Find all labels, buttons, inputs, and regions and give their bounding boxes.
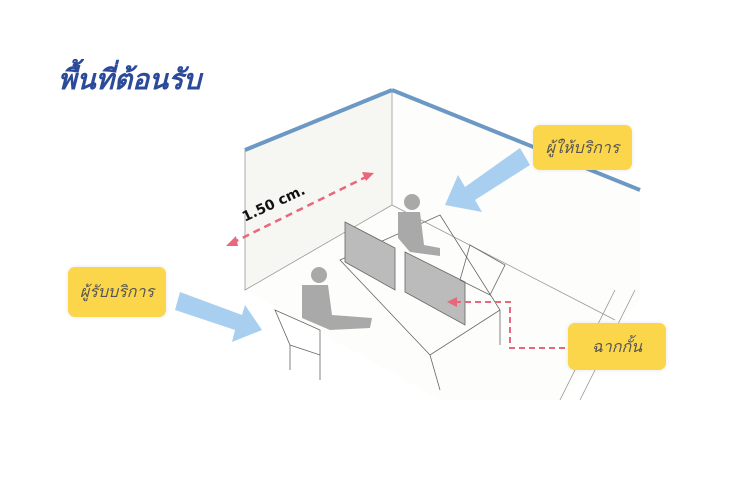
chairs — [274, 244, 506, 380]
person-provider — [398, 194, 440, 256]
arrowhead-left — [226, 236, 238, 246]
pointer-arrowhead — [447, 297, 457, 307]
wall-top-right — [391, 88, 641, 192]
wall-top-left — [244, 88, 393, 152]
label-customer: ผู้รับบริการ — [68, 267, 166, 317]
page-title: พื้นที่ต้อนรับ — [58, 63, 202, 96]
person-customer — [302, 267, 372, 330]
partition — [344, 221, 466, 326]
label-partition: ฉากกั้น — [568, 323, 666, 370]
customer-arrow — [175, 292, 262, 342]
dimension-line — [231, 174, 369, 245]
provider-arrow — [445, 148, 530, 212]
arrowhead-right — [362, 172, 374, 181]
label-provider: ผู้ให้บริการ — [533, 125, 632, 170]
